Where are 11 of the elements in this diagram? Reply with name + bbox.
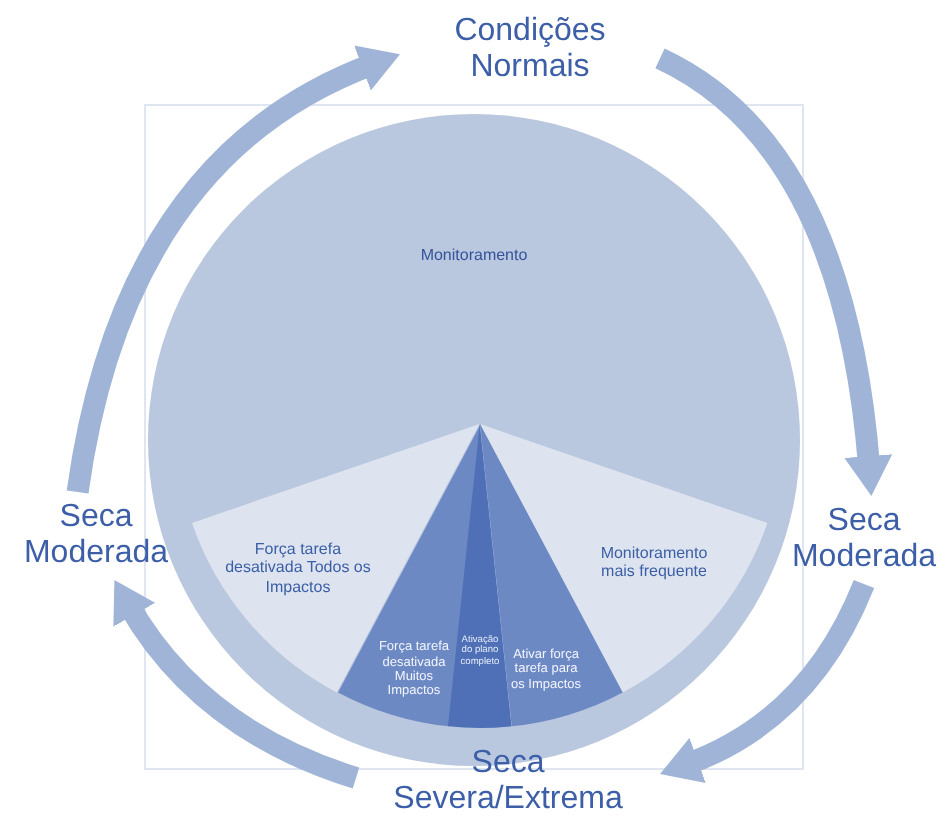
stage-label: Seca Severa/Extrema [356, 742, 660, 822]
stage-label: Seca Moderada [790, 496, 938, 584]
cycle-arrow [660, 579, 875, 783]
sector-label: Força tarefa desativada Todos os Impactos [223, 538, 373, 600]
sector-label: Monitoramento [418, 244, 530, 269]
cycle-arrow [654, 48, 892, 496]
stage-label: Seca Moderada [4, 492, 188, 580]
stage-label: Condições Normais [400, 8, 660, 92]
cycle-arrow [113, 580, 360, 789]
sector-label: Monitoramento mais frequente [598, 541, 710, 584]
cycle-arrow [66, 46, 400, 494]
